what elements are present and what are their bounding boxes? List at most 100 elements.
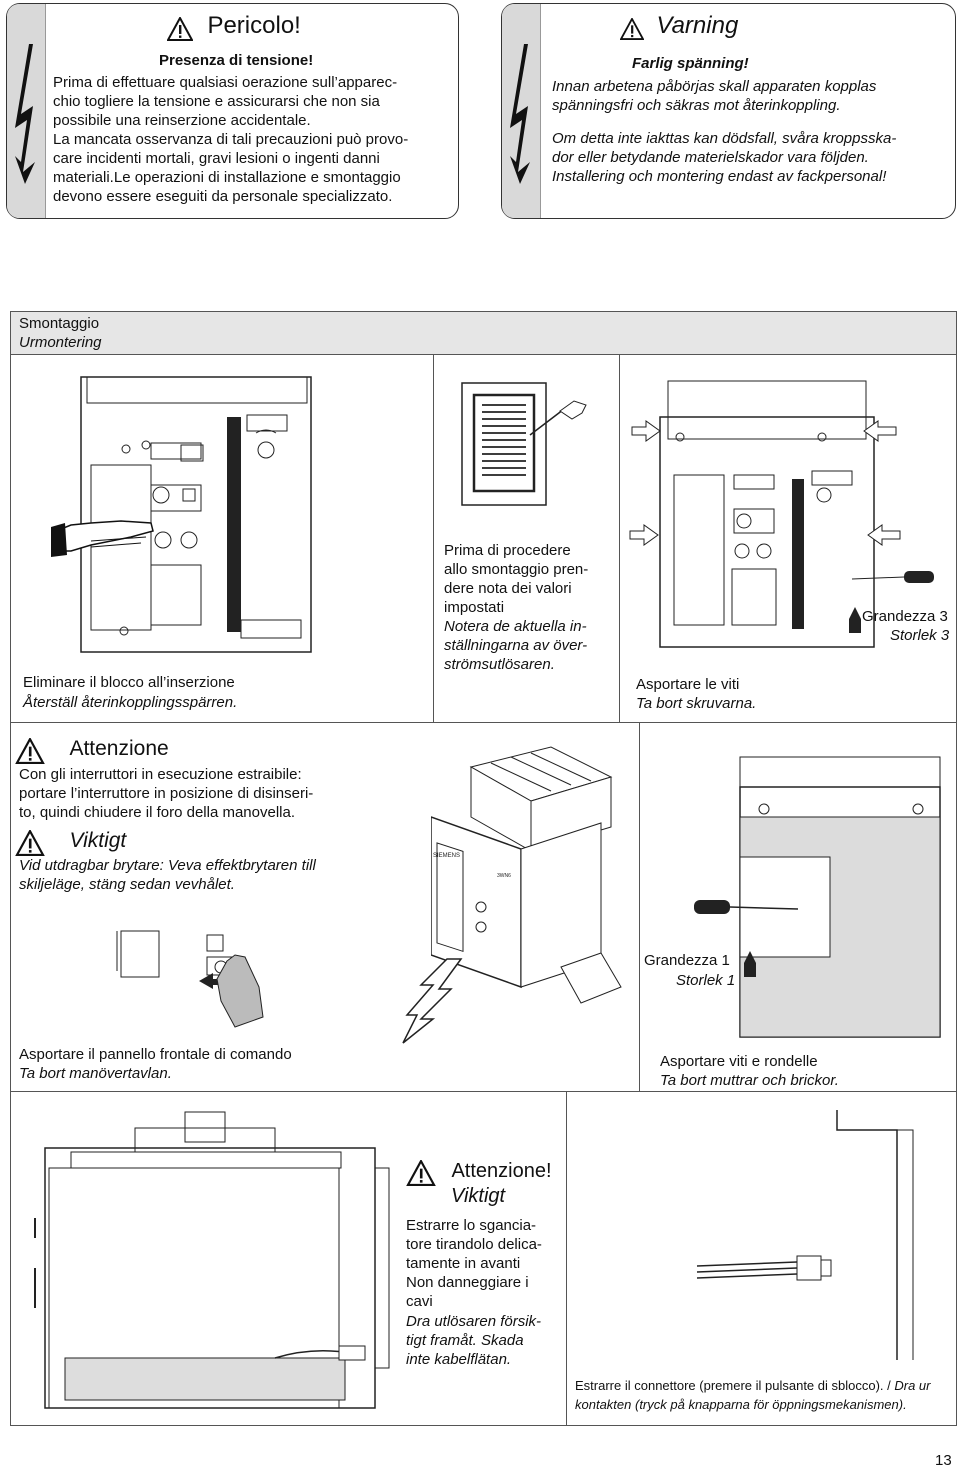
warning-line: dor eller betydande materielskador vara … [552,149,869,166]
step-caption-sv: Återställ återinkopplingsspärren. [23,694,238,711]
warning-line: care incidenti mortali, gravi lesioni o … [53,150,380,167]
attention-title-it: Attenzione [69,737,169,760]
attention-title-it: Attenzione! [451,1160,552,1183]
breaker-side-plate-illustration [739,756,941,1038]
step-caption-it: Asportare viti e rondelle [660,1053,818,1070]
step-extract-release: Attenzione! Viktigt Estrarre lo sgancia-… [10,1091,567,1426]
lightning-bolt-icon [15,44,35,184]
settings-note-illustration [461,382,587,506]
warning-box-swedish: Varning Farlig spänning! Innan arbetena … [501,3,956,219]
step-caption-sv: Ta bort muttrar och brickor. [660,1072,839,1089]
text-line: impostati [444,599,505,616]
spacer [552,115,952,129]
step-note-settings: Prima di procedere allo smontaggio pren-… [433,354,620,723]
warning-subtitle: Farlig spänning! [632,55,749,72]
text-line: strömsutlösaren. [444,656,555,673]
attention-title-row-sv: Viktigt [15,829,126,856]
text-line: Prima di procedere [444,542,571,559]
text-line: tore tirandolo delica- [406,1236,542,1253]
step-remove-screws: Grandezza 3 Storlek 3 Asportare le viti … [619,354,957,723]
text-line: portare l’interruttore in posizione di d… [19,785,314,802]
text-line: Notera de aktuella in- [444,618,587,635]
text-line: Estrarre lo sgancia- [406,1217,537,1234]
text-line: Dra utlösaren försik- [406,1313,542,1330]
attention-text-it: Estrarre lo sgancia- tore tirandolo deli… [406,1216,542,1311]
attention-title-row: Attenzione [15,737,169,764]
warning-line: possibile una reinserzione accidentale. [53,112,311,129]
warning-line: Innan arbetena påbörjas skall apparaten … [552,78,877,95]
breaker-screws-illustration [629,380,934,648]
warning-triangle-icon [406,1160,436,1186]
step-caption: Estrarre il connettore (premere il pulsa… [575,1376,955,1414]
warning-line: La mancata osservanza di tali precauzion… [53,131,409,148]
warning-triangle-icon [620,17,644,40]
step-caption-sv: Ta bort manövertavlan. [19,1065,172,1082]
warning-box-italian: Pericolo! Presenza di tensione! Prima di… [6,3,459,219]
step-text-it: Prima di procedere allo smontaggio pren-… [444,541,588,617]
text-line: allo smontaggio pren- [444,561,589,578]
warning-text: Prima di effettuare qualsiasi oerazione … [53,73,453,206]
step-caption-it: Asportare le viti [636,676,740,693]
warning-title-row: Varning [620,12,738,40]
text-line: Vid utdragbar brytare: Veva effektbrytar… [19,857,316,874]
warning-line: Om detta inte iakttas kan dödsfall, svår… [552,130,897,147]
warning-line: chio togliere la tensione e assicurarsi … [53,93,380,110]
section-title-sv: Urmontering [19,334,102,351]
warning-title: Varning [656,12,739,39]
warning-line: Installering och montering endast av fac… [552,168,887,185]
screwdriver-icon [694,900,799,914]
size-label-it: Grandezza 1 [644,952,730,969]
lightning-bolt-icon [510,44,530,184]
step-caption-it: Asportare il pannello frontale di comand… [19,1046,292,1063]
brand-label: SIEMENS [433,853,460,859]
attention-text-it: Con gli interruttori in esecuzione estra… [19,765,313,822]
step-remove-nuts: Grandezza 1 Storlek 1 Asportare viti e r… [639,722,957,1092]
step-caption-sv: Ta bort skruvarna. [636,695,757,712]
text-line: cavi [406,1293,433,1310]
text-line: tamente in avanti [406,1255,521,1272]
warning-strip [502,4,541,218]
attention-title-sv: Viktigt [451,1185,506,1207]
text-line: Con gli interruttori in esecuzione estra… [19,766,302,783]
attention-text-sv: Vid utdragbar brytare: Veva effektbrytar… [19,856,316,894]
connector-illustration [696,1110,914,1360]
warning-triangle-icon [167,16,193,41]
step-text-sv: Notera de aktuella in- ställningarna av … [444,617,587,674]
breaker-isometric-illustration: SIEMENS 3WN6 [431,746,622,1004]
text-line: tigt framåt. Skada [406,1332,524,1349]
size-label-sv: Storlek 1 [676,972,736,989]
warning-title: Pericolo! [207,12,301,39]
step-caption-sv: Dra ur kontakten (tryck på knapparna för… [575,1378,931,1412]
attention-text-sv: Dra utlösaren försik- tigt framåt. Skada… [406,1312,541,1369]
warning-line: spänningsfri och säkras mot återinkoppli… [552,97,841,114]
warning-text: Innan arbetena påbörjas skall apparaten … [552,77,952,186]
text-line: to, quindi chiudere il foro della manove… [19,804,295,821]
step-eliminate-block: Eliminare il blocco all’inserzione Åters… [10,354,434,723]
text-line: Non danneggiare i [406,1274,529,1291]
attention-title-row: Attenzione! [405,1160,552,1186]
section-header: Smontaggio Urmontering [10,311,957,355]
lightning-bolt-icon [402,958,463,1044]
warning-subtitle: Presenza di tensione! [159,52,314,69]
size-label-sv: Storlek 3 [890,627,950,644]
text-line: ställningarna av över- [444,637,588,654]
page-number: 13 [935,1452,952,1469]
warning-strip [7,4,46,218]
text-line: dere nota dei valori [444,580,572,597]
breaker-front-illustration [51,376,312,653]
attention-title-sv: Viktigt [69,829,127,852]
text-line: skiljeläge, stäng sedan vevhålet. [19,876,235,893]
section-title-it: Smontaggio [19,315,100,332]
warning-line: materiali.Le operazioni di installazione… [53,169,401,186]
warning-line: devono essere eseguiti da personale spec… [53,188,393,205]
size-label-it: Grandezza 3 [862,608,948,625]
text-line: inte kabelflätan. [406,1351,512,1368]
step-extract-connector: Estrarre il connettore (premere il pulsa… [566,1091,957,1426]
warning-title-row: Pericolo! [167,12,301,41]
step-caption-it: Estrarre il connettore (premere il pulsa… [575,1378,891,1393]
model-label: 3WN6 [497,873,511,879]
screwdriver-tip-icon [744,951,756,977]
crank-hole-illustration [116,930,264,1028]
warning-line: Prima di effettuare qualsiasi oerazione … [53,74,398,91]
warning-triangle-icon [15,829,45,856]
